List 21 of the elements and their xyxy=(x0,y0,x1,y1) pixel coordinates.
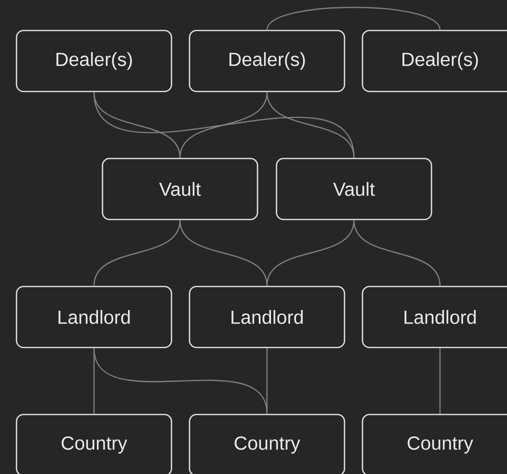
connector-line xyxy=(266,348,268,414)
process-box: Vault xyxy=(276,158,432,220)
connector-line xyxy=(266,6,441,30)
connector-line xyxy=(266,92,355,158)
connector-line xyxy=(439,348,441,414)
process-box: Country xyxy=(16,414,172,474)
connector-line xyxy=(353,220,441,286)
connector-line xyxy=(93,220,181,286)
process-box: Country xyxy=(362,414,507,474)
connector-line xyxy=(93,92,181,158)
process-box: Landlord xyxy=(16,286,172,348)
connector-line xyxy=(179,220,268,286)
process-box: Landlord xyxy=(362,286,507,348)
process-box: Dealer(s) xyxy=(16,30,172,92)
process-box: Dealer(s) xyxy=(188,30,346,92)
connector-line xyxy=(266,220,355,286)
process-box: Dealer(s) xyxy=(362,30,507,92)
process-box: Vault xyxy=(102,158,258,220)
connector-line xyxy=(179,92,268,158)
process-box: Landlord xyxy=(188,286,346,348)
process-box: Country xyxy=(188,414,346,474)
